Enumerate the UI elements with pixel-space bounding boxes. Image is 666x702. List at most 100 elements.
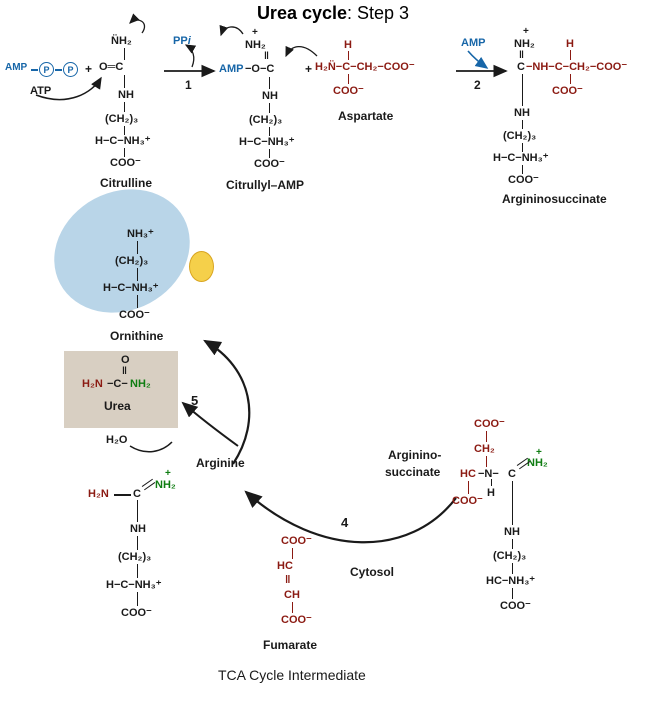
h2o-label: H₂O [106, 434, 128, 446]
bond-line [522, 74, 524, 106]
argsuc2-plus-charge: + [536, 447, 542, 458]
plus-sign: + [305, 62, 313, 76]
argsuc-chain: −NH−C−CH₂−COO⁻ [526, 61, 628, 73]
double-bond: ‖ [285, 574, 291, 586]
phosphate-p: P [67, 64, 74, 75]
argsuc2-coo-b: COO⁻ [452, 495, 483, 507]
argsuc2-n: −N− [478, 468, 499, 480]
step4-number: 4 [341, 515, 349, 530]
bond-line [137, 564, 139, 578]
ppi-label: PPi [173, 36, 191, 47]
fumarate-ch: CH [284, 589, 300, 601]
urea-nh2: NH₂ [130, 378, 151, 390]
argininosuccinate-cycle-name-2: succinate [385, 465, 441, 479]
citrullyl-nh2: NH₂ [245, 39, 266, 51]
argsuc-nh: NH [514, 107, 530, 119]
bond-line [570, 74, 572, 84]
step1-number: 1 [185, 78, 192, 92]
argsuc2-c: C [508, 468, 516, 480]
double-bond: ‖ [264, 51, 269, 62]
argsuc-ch2-3: (CH₂)₃ [503, 130, 537, 142]
phosphate-circle: P [39, 62, 54, 77]
citrullyl-nh: NH [262, 90, 278, 102]
title-rest: : Step 3 [347, 3, 410, 23]
amp-release-arrow [467, 50, 489, 69]
argsuc-plus-charge: + [523, 26, 529, 37]
arginine-c: C [133, 488, 141, 500]
argsuc-coo-top: COO⁻ [552, 85, 583, 97]
arginine-ch2-3: (CH₂)₃ [118, 551, 152, 563]
citrulline-nh: NH [118, 89, 134, 101]
argininosuccinate-name: Argininosuccinate [502, 192, 607, 206]
bond-line [124, 148, 126, 157]
amp-product-label: AMP [461, 37, 486, 49]
fumarate-name: Fumarate [263, 638, 318, 652]
bond-line [348, 74, 350, 84]
ornithine-nh3: NH₃⁺ [127, 228, 154, 240]
urea-c: −C− [107, 378, 128, 390]
double-bond [141, 478, 156, 491]
bond-line [522, 120, 524, 129]
bond-line [114, 494, 131, 496]
arginine-coo: COO⁻ [121, 607, 152, 619]
argsuc2-hcnh3: HC−NH₃⁺ [486, 575, 536, 587]
arginine-h2n: H₂N [88, 488, 109, 500]
arginine-name: Arginine [196, 456, 245, 470]
bond-line [522, 143, 524, 152]
citrulline-nh2: N̈H₂ [111, 35, 132, 47]
aspartate-coo: COO⁻ [333, 85, 364, 97]
arginine-plus-charge: + [165, 468, 171, 479]
bond-line [292, 602, 294, 613]
aspartate-chain: H₂N̈−C−CH₂−COO⁻ [315, 61, 415, 73]
atp-label: ATP [30, 85, 52, 97]
bond-line [124, 126, 126, 135]
ornithine-ch2-3: (CH₂)₃ [115, 255, 149, 267]
argsuc-coo: COO⁻ [508, 174, 539, 186]
phosphate-circle: P [63, 62, 78, 77]
step2-number: 2 [474, 78, 481, 92]
argsuc-nh2: NH₂ [514, 38, 535, 50]
cytosol-label: Cytosol [350, 565, 395, 579]
bond-line [124, 75, 126, 88]
argsuc-h: H [566, 38, 574, 50]
argininosuccinate-cycle-name-1: Arginino- [388, 448, 442, 462]
argsuc2-ch2: CH₂ [474, 443, 495, 455]
citrullyl-coo: COO⁻ [254, 158, 285, 170]
aspartate-name: Aspartate [338, 109, 394, 123]
argsuc2-hc: HC [460, 468, 476, 480]
bond-line [292, 548, 294, 559]
bond-line [137, 295, 139, 308]
arginine-nh: NH [130, 523, 146, 535]
urea-o: O [121, 354, 130, 366]
fumarate-coo-b: COO⁻ [281, 614, 312, 626]
bond-line [269, 103, 271, 113]
arginine-hcnh3: H−C−NH₃⁺ [106, 579, 162, 591]
bond-line [468, 481, 470, 494]
urea-box: O ‖ H₂N −C− NH₂ Urea [64, 351, 178, 428]
bond-line [269, 149, 271, 158]
fumarate-hc: HC [277, 560, 293, 572]
bond-line [512, 563, 514, 574]
bond-line [137, 268, 139, 281]
urea-release-arrow [181, 401, 239, 447]
citrullyl-amp-label: AMP [219, 63, 244, 75]
ppi-release-arrow [184, 44, 197, 68]
amp-label: AMP [5, 62, 28, 73]
argsuc2-nh2: NH₂ [527, 457, 548, 469]
argsuc2-h: H [487, 487, 495, 499]
bond-line [269, 77, 271, 89]
bond-line [512, 539, 514, 549]
bond-line [512, 588, 514, 599]
citrulline-hcnh3: H−C−NH₃⁺ [95, 135, 151, 147]
phosphate-p: P [43, 64, 50, 75]
ornithine-coo: COO⁻ [119, 309, 150, 321]
h2o-entry-curve [129, 441, 173, 453]
ornithine-hcnh3: H−C−NH₃⁺ [103, 282, 159, 294]
citrulline-carbonyl: O═C [99, 61, 124, 73]
step4-cycle-arrow [244, 490, 457, 544]
plus-sign: + [85, 62, 93, 76]
bond-line [124, 102, 126, 112]
ppi-pp: PP [173, 35, 188, 47]
bond-line [137, 241, 139, 254]
